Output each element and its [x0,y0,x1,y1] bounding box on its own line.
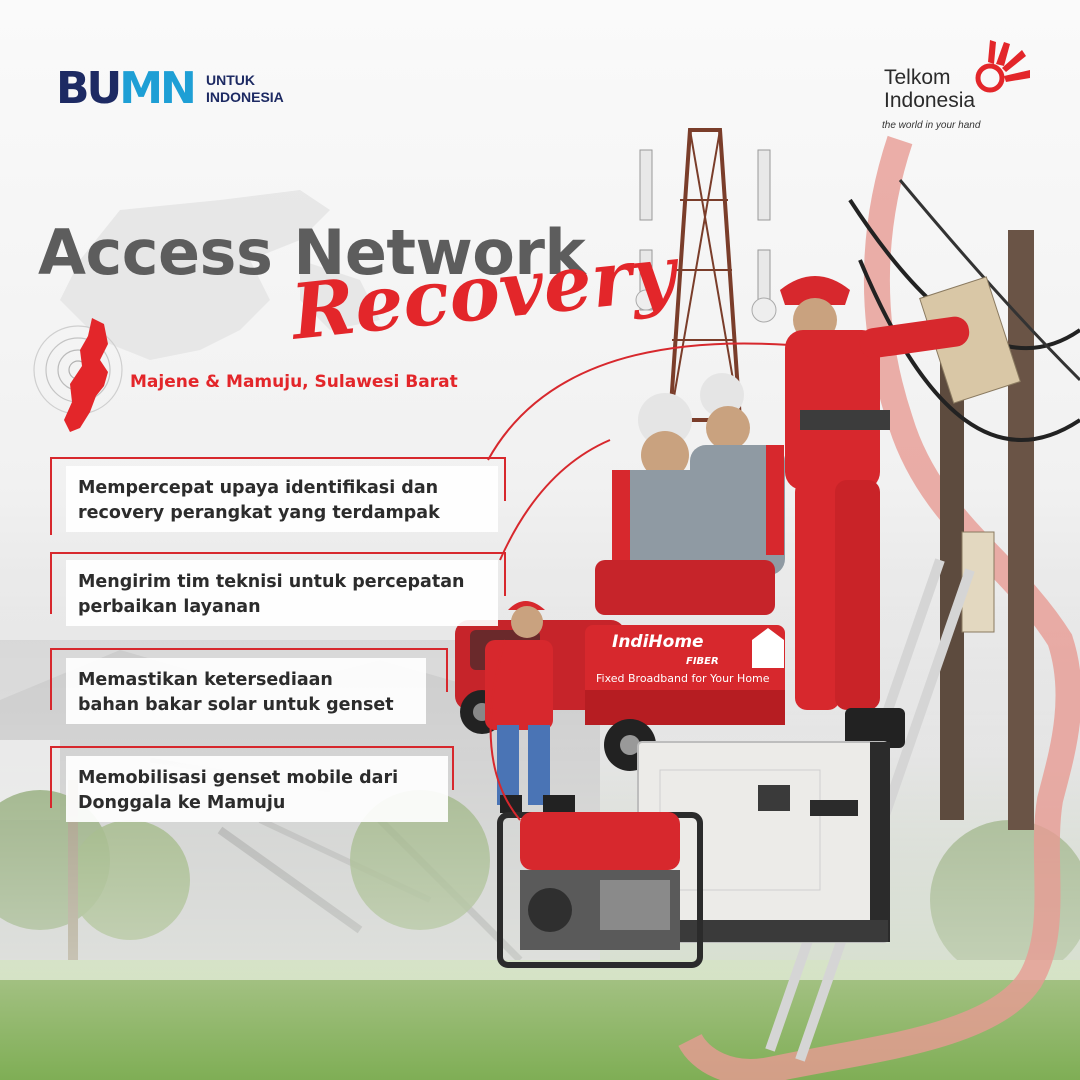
trailer-brand: IndiHome [612,632,704,652]
trailer-sub: FIBER [686,656,719,667]
telkom-tagline: the world in your hand [882,120,981,131]
telkom-swirl-icon [975,40,1030,93]
technician-climber [780,276,970,748]
location-label: Majene & Mamuju, Sulawesi Barat [130,372,458,392]
map-silhouette [60,190,380,360]
bullet-frame [50,552,506,614]
telkom-logo: Telkom Indonesia the world in your hand [880,34,1040,134]
connector-arc [499,439,611,561]
bumn-subtitle: UNTUK INDONESIA [206,72,284,105]
bumn-wordmark: BUMN [56,63,197,114]
bullet-frame [50,746,454,808]
technician-standing [485,601,575,813]
bumn-logo: BUMN UNTUK INDONESIA [56,64,296,114]
technician-pair [612,373,785,580]
title-main: Access Network [38,216,586,289]
connector-arc [487,342,791,461]
indihome-trailer [585,560,785,771]
bullet-frame [50,457,506,535]
location-map-icon [33,318,123,432]
bullet-frame [50,648,448,710]
connector-arc [489,639,521,821]
brush-outline [678,135,1080,1080]
telkom-name: Telkom Indonesia [884,66,976,112]
trailer-tagline: Fixed Broadband for Your Home [596,672,770,685]
portable-generator [497,812,703,968]
